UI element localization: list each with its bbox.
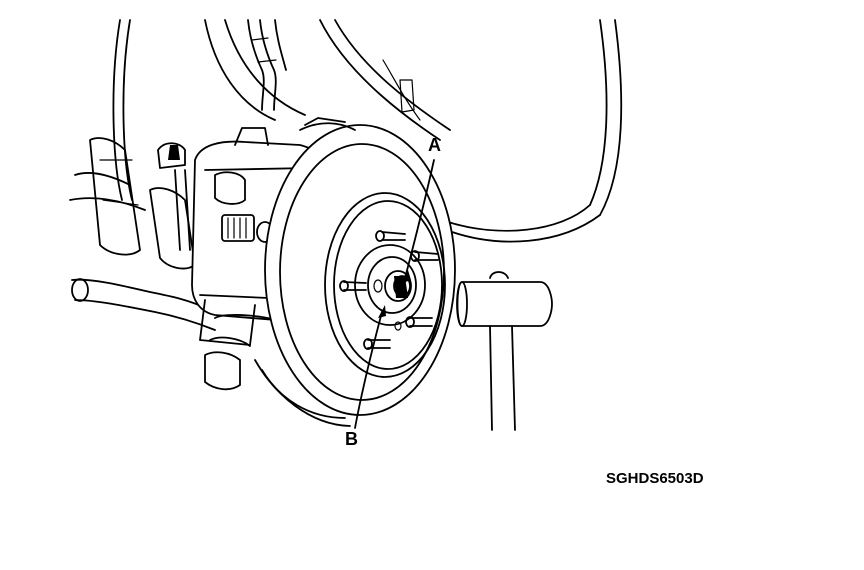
- wheel-arch: [112, 19, 623, 243]
- figure-code: SGHDS6503D: [606, 470, 704, 487]
- callout-label-a: A: [428, 135, 441, 155]
- suspension-arm: [69, 137, 251, 391]
- wheel-hub: [354, 244, 426, 326]
- hammer-icon: [456, 271, 553, 431]
- callout-label-b: B: [345, 429, 358, 449]
- brake-hose: [247, 19, 287, 111]
- leader-lines: [354, 159, 435, 429]
